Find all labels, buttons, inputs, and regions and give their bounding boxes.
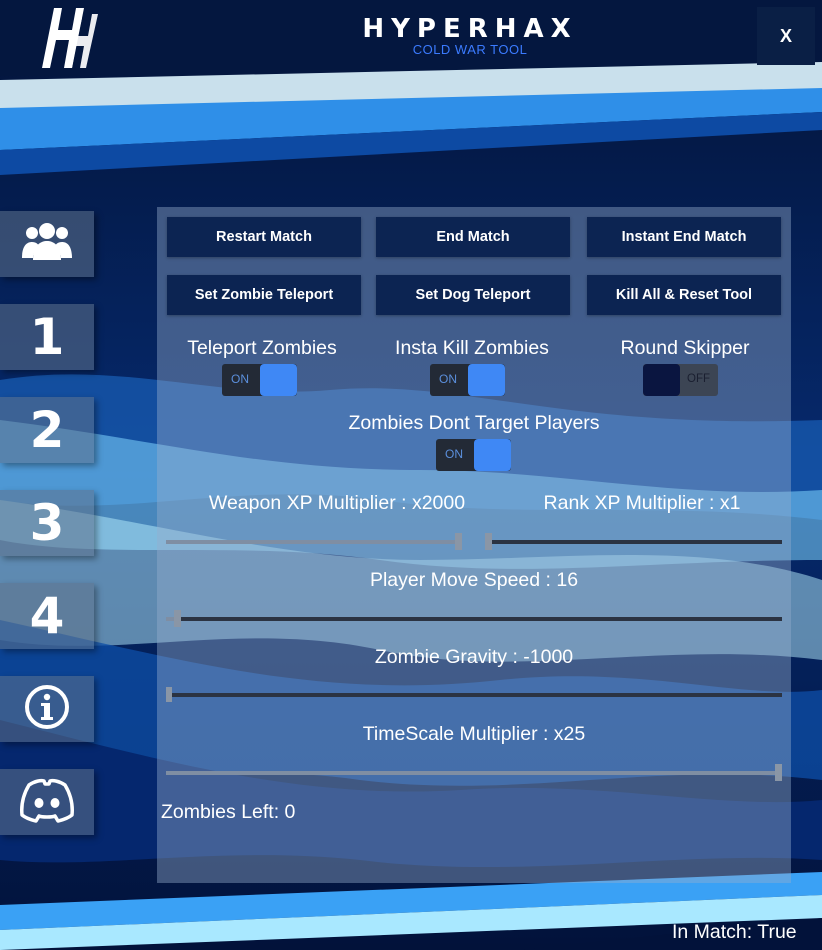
in-match-status: In Match: True: [672, 921, 797, 943]
toggle-state: OFF: [687, 373, 710, 385]
toggle-knob: [474, 439, 511, 471]
round-skipper-toggle[interactable]: OFF: [643, 364, 718, 396]
rank-xp-slider-thumb[interactable]: [485, 533, 492, 550]
logo: [36, 4, 98, 72]
zombie-gravity-slider-thumb[interactable]: [166, 687, 172, 702]
brand: HYPERHAX COLD WAR TOOL: [330, 14, 610, 57]
timescale-slider-thumb[interactable]: [775, 764, 782, 781]
insta-kill-label: Insta Kill Zombies: [395, 337, 549, 359]
toggle-state: ON: [231, 372, 249, 386]
move-speed-slider-thumb[interactable]: [174, 610, 181, 627]
round-skipper-label: Round Skipper: [620, 337, 750, 359]
app-title: HYPERHAX: [362, 14, 578, 44]
slider-fill: [166, 617, 179, 621]
move-speed-label: Player Move Speed : 16: [369, 569, 579, 591]
move-speed-slider[interactable]: [166, 617, 782, 621]
info-icon: [24, 684, 70, 735]
toggle-knob: [643, 364, 680, 396]
zombie-gravity-slider[interactable]: [166, 693, 782, 697]
main-panel: Restart Match End Match Instant End Matc…: [157, 207, 791, 883]
rank-xp-slider[interactable]: [487, 540, 782, 544]
sidebar-item-label: 3: [29, 494, 65, 552]
slider-fill: [166, 540, 460, 544]
sidebar-item-players[interactable]: [0, 211, 94, 277]
users-icon: [21, 216, 73, 273]
end-match-button[interactable]: End Match: [376, 217, 570, 257]
zombie-gravity-label: Zombie Gravity : -1000: [374, 646, 574, 668]
instant-end-match-button[interactable]: Instant End Match: [587, 217, 781, 257]
teleport-zombies-toggle[interactable]: ON: [222, 364, 297, 396]
set-dog-teleport-button[interactable]: Set Dog Teleport: [376, 275, 570, 315]
toggle-knob: [260, 364, 297, 396]
rank-xp-label: Rank XP Multiplier : x1: [543, 492, 741, 514]
app-subtitle: COLD WAR TOOL: [412, 42, 528, 57]
sidebar-item-1[interactable]: 1: [0, 304, 94, 370]
sidebar-item-label: 1: [29, 308, 65, 366]
restart-match-button[interactable]: Restart Match: [167, 217, 361, 257]
slider-fill: [166, 771, 782, 775]
weapon-xp-slider[interactable]: [166, 540, 460, 544]
sidebar-item-discord[interactable]: [0, 769, 94, 835]
sidebar-item-info[interactable]: [0, 676, 94, 742]
close-button[interactable]: X: [757, 7, 815, 65]
toggle-state: ON: [439, 372, 457, 386]
sidebar-item-2[interactable]: 2: [0, 397, 94, 463]
sidebar-item-3[interactable]: 3: [0, 490, 94, 556]
timescale-label: TimeScale Multiplier : x25: [362, 723, 586, 745]
sidebar-item-label: 4: [29, 587, 65, 645]
weapon-xp-label: Weapon XP Multiplier : x2000: [208, 492, 466, 514]
sidebar-item-label: 2: [29, 401, 65, 459]
teleport-zombies-label: Teleport Zombies: [187, 337, 337, 359]
insta-kill-toggle[interactable]: ON: [430, 364, 505, 396]
toggle-knob: [468, 364, 505, 396]
zombies-dont-target-toggle[interactable]: ON: [436, 439, 511, 471]
zombies-dont-target-label: Zombies Dont Target Players: [348, 412, 600, 434]
weapon-xp-slider-thumb[interactable]: [455, 533, 462, 550]
kill-all-reset-button[interactable]: Kill All & Reset Tool: [587, 275, 781, 315]
zombies-left-text: Zombies Left: 0: [161, 801, 296, 823]
sidebar-item-4[interactable]: 4: [0, 583, 94, 649]
discord-icon: [17, 777, 77, 828]
set-zombie-teleport-button[interactable]: Set Zombie Teleport: [167, 275, 361, 315]
timescale-slider[interactable]: [166, 771, 782, 775]
toggle-state: ON: [445, 447, 463, 461]
